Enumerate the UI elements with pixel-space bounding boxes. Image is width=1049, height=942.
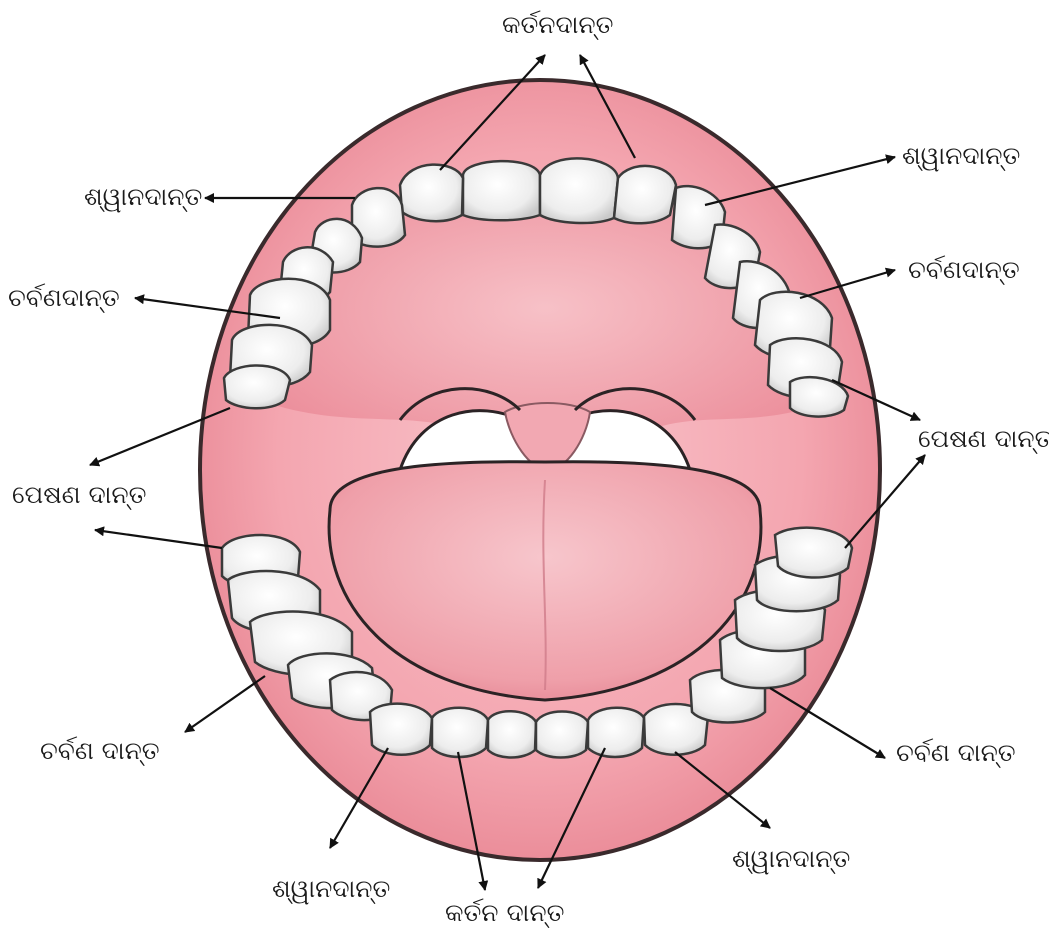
label-upper-left-premolar: ଚର୍ବଣଦାନ୍ତ [8, 285, 120, 310]
label-upper-right-canine: ଶ୍ୱାନଦାନ୍ତ [902, 143, 1020, 168]
lower-incisor-2 [488, 711, 536, 757]
upper-incisor-1 [463, 161, 540, 220]
label-upper-right-premolar: ଚର୍ବଣଦାନ୍ତ [908, 257, 1020, 282]
label-lower-right-premolar: ଚର୍ବଣ ଦାନ୍ତ [896, 740, 1016, 765]
arrow-lower-left-premolar [185, 676, 265, 732]
label-upper-left-canine: ଶ୍ୱାନଦାନ୍ତ [84, 184, 202, 209]
upper-incisor-4 [614, 166, 676, 223]
lower-incisor-1 [432, 708, 488, 757]
label-right-molar: ପେଷଣ ଦାନ୍ତ [918, 426, 1049, 451]
label-lower-right-canine: ଶ୍ୱାନଦାନ୍ତ [732, 846, 850, 871]
lower-molar-right-1 [775, 528, 852, 578]
label-top-incisor: କର୍ତନଦାନ୍ତ [502, 12, 613, 37]
upper-molar-left-3 [224, 366, 290, 409]
label-lower-left-canine: ଶ୍ୱାନଦାନ୍ତ [272, 876, 390, 901]
upper-incisor-3 [400, 165, 463, 222]
lower-canine-left [370, 704, 432, 755]
label-lower-incisor: କର୍ତନ ଦାନ୍ତ [445, 900, 564, 925]
label-left-molar: ପେଷଣ ଦାନ୍ତ [12, 482, 146, 507]
label-lower-left-premolar: ଚର୍ବଣ ଦାନ୍ତ [40, 738, 160, 763]
lower-incisor-3 [536, 712, 588, 758]
upper-incisor-2 [540, 158, 618, 223]
lower-incisor-4 [588, 708, 644, 757]
